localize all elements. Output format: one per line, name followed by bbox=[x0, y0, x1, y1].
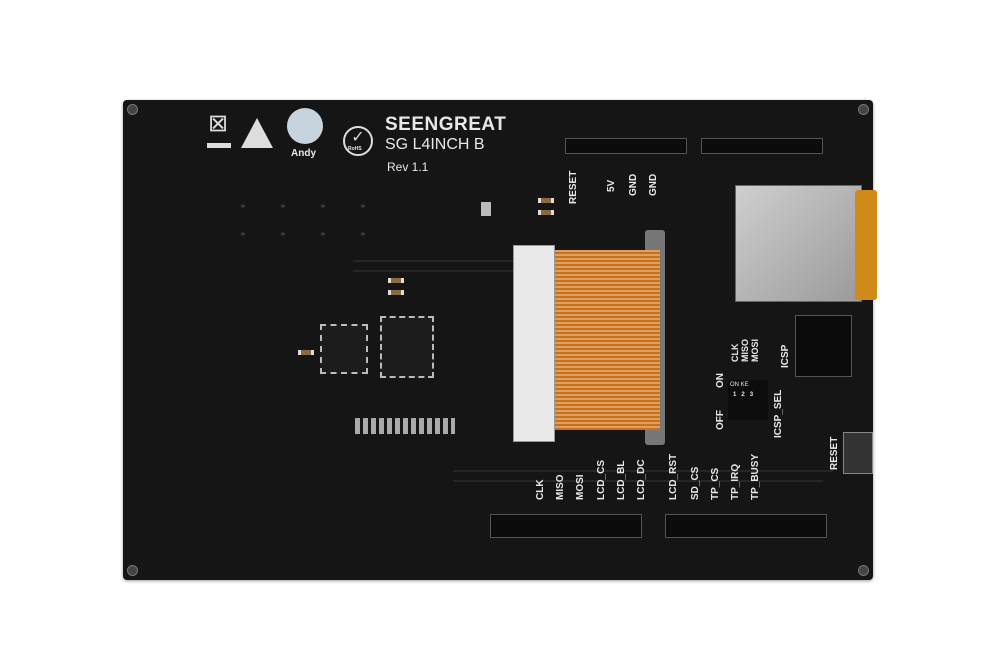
top-header-left bbox=[565, 138, 687, 154]
pin-label-lcd-rst: LCD_RST bbox=[668, 453, 679, 500]
icsp-label: ICSP bbox=[780, 344, 791, 368]
top-label-gnd-2: GND bbox=[648, 173, 659, 196]
sd-card-tab bbox=[855, 190, 877, 300]
via-grid bbox=[223, 192, 383, 252]
dip-signal-mosi: MOSI bbox=[750, 338, 760, 362]
mounting-hole bbox=[127, 565, 138, 576]
dip-on-label: ON bbox=[715, 373, 726, 388]
top-label-gnd: GND bbox=[628, 173, 639, 196]
dip-number-3: 3 bbox=[749, 392, 754, 398]
smd-component bbox=[538, 210, 554, 215]
mounting-hole bbox=[858, 565, 869, 576]
dip-number-1: 1 bbox=[733, 392, 737, 398]
rohs-label: RoHS bbox=[348, 146, 362, 152]
weee-bar-icon bbox=[207, 143, 231, 148]
flex-cable bbox=[550, 250, 660, 430]
top-label-5v: 5V bbox=[606, 179, 617, 192]
top-label-reset: RESET bbox=[568, 170, 579, 204]
trace bbox=[453, 470, 833, 472]
smd-component bbox=[298, 350, 314, 355]
dip-switch[interactable]: ON KE 1 2 3 bbox=[728, 380, 768, 420]
reset-button-label: RESET bbox=[829, 436, 840, 470]
trace bbox=[353, 270, 623, 272]
pin-label-miso: MISO bbox=[555, 474, 566, 500]
pin-label-lcd-cs: LCD_CS bbox=[596, 459, 607, 500]
andy-logo-icon bbox=[287, 108, 323, 144]
smd-component bbox=[388, 290, 404, 295]
sd-card-slot[interactable] bbox=[735, 185, 862, 302]
pcb-board: ⊠ Andy ✓ RoHS SEENGREAT SG L4INCH B Rev … bbox=[123, 100, 877, 580]
resistor-array bbox=[355, 418, 455, 434]
dip-switch-name: ICSP_SEL bbox=[773, 389, 784, 438]
bottom-header-left[interactable] bbox=[490, 514, 642, 538]
icsp-header[interactable] bbox=[795, 315, 852, 377]
pin-label-tp-irq: TP_IRQ bbox=[730, 463, 741, 500]
brand-name: SEENGREAT bbox=[385, 114, 507, 135]
pin-label-tp-cs: TP_CS bbox=[710, 467, 721, 500]
dip-signal-clk: CLK bbox=[730, 343, 740, 363]
pin-label-clk: CLK bbox=[535, 479, 546, 500]
trace bbox=[353, 260, 623, 262]
revision: Rev 1.1 bbox=[387, 160, 429, 174]
pin-label-lcd-dc: LCD_DC bbox=[636, 459, 647, 500]
model-name: SG L4INCH B bbox=[385, 136, 485, 153]
logo-caption: Andy bbox=[291, 148, 316, 159]
smd-component bbox=[538, 198, 554, 203]
mounting-hole bbox=[858, 104, 869, 115]
fpc-connector bbox=[513, 245, 555, 442]
weee-bin-icon: ⊠ bbox=[207, 110, 229, 137]
qfp-chip bbox=[380, 316, 434, 378]
reset-button[interactable] bbox=[843, 432, 873, 474]
qfp-chip bbox=[320, 324, 368, 374]
top-header-right bbox=[701, 138, 823, 154]
dip-off-label: OFF bbox=[715, 410, 726, 430]
transistor bbox=[481, 202, 491, 216]
pin-label-tp-busy: TP_BUSY bbox=[750, 453, 761, 500]
bottom-header-right[interactable] bbox=[665, 514, 827, 538]
dip-switch-text: ON KE bbox=[730, 382, 749, 388]
rohs-check-icon: ✓ bbox=[343, 126, 373, 156]
smd-component bbox=[388, 278, 404, 283]
dip-number-2: 2 bbox=[741, 392, 745, 398]
dip-signal-miso: MISO bbox=[740, 338, 750, 362]
mounting-hole bbox=[127, 104, 138, 115]
pin-label-mosi: MOSI bbox=[575, 474, 586, 500]
esd-warning-icon bbox=[241, 118, 273, 148]
trace bbox=[453, 480, 823, 482]
pin-label-sd-cs: SD_CS bbox=[690, 466, 701, 500]
pin-label-lcd-bl: LCD_BL bbox=[616, 460, 627, 500]
